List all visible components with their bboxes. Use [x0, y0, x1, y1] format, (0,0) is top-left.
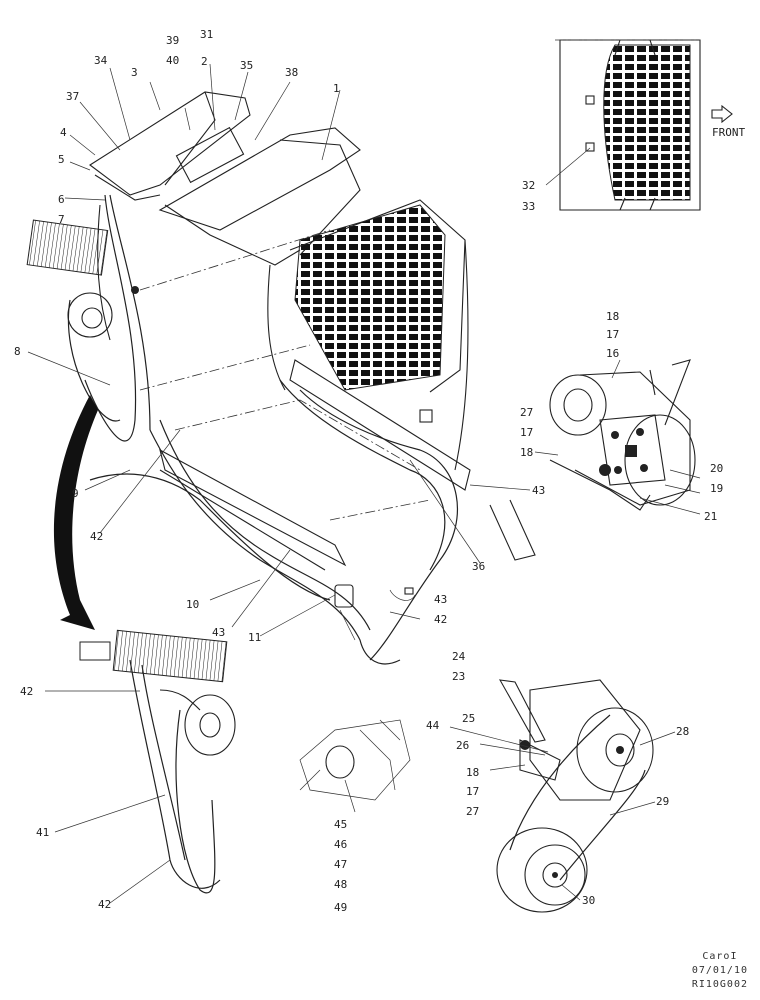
callout-49: 49: [334, 901, 347, 914]
callout-39: 39: [166, 34, 179, 47]
detail-arrow: [53, 395, 98, 630]
callout-27-b: 27: [466, 805, 479, 818]
callout-34: 34: [94, 54, 108, 67]
stamp-drawing-number: RI10G002: [691, 979, 748, 990]
callout-17-c: 17: [466, 785, 479, 798]
callout-45: 45: [334, 818, 347, 831]
drawing-stamp: CaroI 07/01/10 RI10G002: [692, 950, 748, 992]
stamp-date: 07/01/10: [691, 965, 748, 976]
callout-42-c: 42: [20, 685, 33, 698]
callout-10: 10: [186, 598, 199, 611]
callout-23: 23: [452, 670, 465, 683]
callout-42-d: 42: [98, 898, 111, 911]
callout-8: 8: [14, 345, 21, 358]
condenser: [26, 219, 109, 276]
callout-43-c: 43: [532, 484, 545, 497]
callout-44: 44: [426, 719, 440, 732]
callout-42-a: 42: [90, 530, 103, 543]
leader-lines: [27, 63, 701, 904]
callout-30: 30: [582, 894, 595, 907]
callout-38: 38: [285, 66, 298, 79]
callout-33: 33: [522, 200, 535, 213]
callout-5: 5: [58, 153, 65, 166]
callout-11: 11: [248, 631, 261, 644]
svg-text:FRONT: FRONT: [712, 126, 745, 139]
callout-47: 47: [334, 858, 347, 871]
callout-24: 24: [452, 650, 466, 663]
callout-41: 41: [36, 826, 49, 839]
cab-grille: [294, 204, 446, 391]
callout-3: 3: [131, 66, 138, 79]
callout-37: 37: [66, 90, 79, 103]
callout-36: 36: [472, 560, 485, 573]
callout-21: 21: [704, 510, 717, 523]
callout-20: 20: [710, 462, 723, 475]
callout-18-c: 18: [466, 766, 479, 779]
callout-43-a: 43: [212, 626, 225, 639]
compressor-inset-1: [549, 359, 696, 511]
callout-19: 19: [710, 482, 723, 495]
front-arrow: FRONT: [711, 104, 745, 139]
callout-17-a: 17: [606, 328, 619, 341]
callout-43-b: 43: [434, 593, 447, 606]
callout-18-a: 18: [606, 310, 619, 323]
callout-7: 7: [58, 213, 65, 226]
callout-25: 25: [462, 712, 475, 725]
callout-18-b: 18: [520, 446, 533, 459]
callout-1: 1: [333, 82, 340, 95]
condenser-detail-inset: [79, 629, 236, 894]
callout-6: 6: [58, 193, 65, 206]
callout-16: 16: [606, 347, 619, 360]
compressor-belt-inset: [496, 679, 654, 913]
stamp-author: CaroI: [702, 951, 738, 962]
grille-inset: [555, 39, 701, 211]
callout-26: 26: [456, 739, 469, 752]
callout-46: 46: [334, 838, 347, 851]
cab-frame: [26, 91, 536, 665]
engine-bay-inset: [299, 719, 411, 801]
callout-2: 2: [201, 55, 208, 68]
callout-31: 31: [200, 28, 213, 41]
callout-35: 35: [240, 59, 253, 72]
callout-27-a: 27: [520, 406, 533, 419]
callout-40: 40: [166, 54, 179, 67]
callout-29: 29: [656, 795, 669, 808]
callout-48: 48: [334, 878, 347, 891]
callout-28: 28: [676, 725, 689, 738]
callout-4: 4: [60, 126, 67, 139]
callout-17-b: 17: [520, 426, 533, 439]
callout-32: 32: [522, 179, 535, 192]
callout-9: 9: [72, 487, 79, 500]
callout-labels: 1 2 3 4 5 6 7 8 9 10 11 16 17 17 17 18 1…: [14, 28, 723, 914]
callout-42-b: 42: [434, 613, 447, 626]
